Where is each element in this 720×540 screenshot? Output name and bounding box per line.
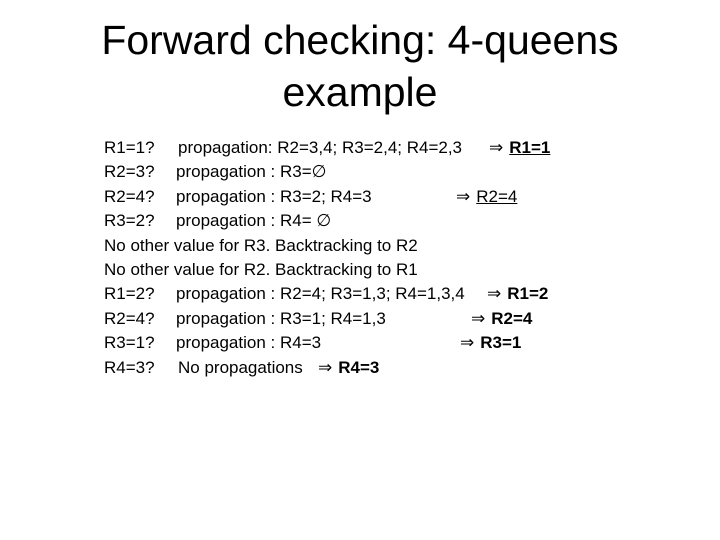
slide-title-line-1: Forward checking: 4-queens <box>101 17 619 63</box>
propagation-text: propagation: R2=3,4; R3=2,4; R4=2,3 <box>178 138 463 157</box>
backtrack-text: No other value for R3. Backtracking to R… <box>104 235 418 255</box>
result-value: R1=2 <box>507 284 549 304</box>
result-group: ⇒R2=4 <box>471 307 532 331</box>
propagation-text: propagation : R2=4; R3=1,3; R4=1,3,4 <box>176 284 465 304</box>
result-value: R3=1 <box>480 333 522 353</box>
trace-line: No other value for R3. Backtracking to R… <box>104 234 704 258</box>
variable-assignment: R3=1? <box>104 333 155 353</box>
implies-icon: ⇒ <box>456 186 471 206</box>
slide-title: Forward checking: 4-queens example <box>40 14 680 118</box>
propagation-text: propagation : R4= ∅ <box>176 211 332 231</box>
result-value: R2=4 <box>476 186 518 206</box>
variable-assignment: R2=4? <box>104 186 155 206</box>
variable-assignment: R2=4? <box>104 308 155 328</box>
trace-line: R3=1? propagation : R4=3 ⇒R3=1 <box>104 331 704 355</box>
result-group: ⇒R3=1 <box>460 331 521 355</box>
result-group: ⇒ R1=1 <box>489 136 550 160</box>
implies-icon: ⇒ <box>487 284 502 304</box>
trace-line: R4=3? No propagations ⇒R4=3 <box>104 356 704 380</box>
trace-lines: R1=1? propagation: R2=3,4; R3=2,4; R4=2,… <box>104 136 704 380</box>
trace-line: R3=2? propagation : R4= ∅ <box>104 209 704 233</box>
implies-icon: ⇒ <box>460 333 475 353</box>
result-group: ⇒R4=3 <box>318 356 379 380</box>
backtrack-text: No other value for R2. Backtracking to R… <box>104 259 418 279</box>
propagation-text: propagation : R3=∅ <box>176 162 327 182</box>
trace-line: R2=4? propagation : R3=1; R4=1,3 ⇒R2=4 <box>104 307 704 331</box>
propagation-text: propagation : R3=2; R4=3 <box>176 186 372 206</box>
implies-icon: ⇒ <box>489 138 504 157</box>
trace-line: R1=1? propagation: R2=3,4; R3=2,4; R4=2,… <box>104 136 704 160</box>
propagation-text: propagation : R4=3 <box>176 333 322 353</box>
implies-icon: ⇒ <box>471 308 486 328</box>
result-group: ⇒R2=4 <box>456 185 517 209</box>
variable-assignment: R3=2? <box>104 211 155 231</box>
trace-line: R1=2? propagation : R2=4; R3=1,3; R4=1,3… <box>104 282 704 306</box>
variable-assignment: R1=1? <box>104 138 155 157</box>
result-value: R1=1 <box>509 138 551 157</box>
trace-line: R2=3? propagation : R3=∅ <box>104 160 704 184</box>
propagation-text: No propagations <box>178 357 303 377</box>
slide-title-line-2: example <box>282 69 438 115</box>
result-value: R2=4 <box>491 308 533 328</box>
trace-line: R2=4? propagation : R3=2; R4=3 ⇒R2=4 <box>104 185 704 209</box>
result-value: R4=3 <box>338 357 380 377</box>
trace-line: No other value for R2. Backtracking to R… <box>104 258 704 282</box>
result-group: ⇒R1=2 <box>487 282 548 306</box>
variable-assignment: R4=3? <box>104 357 155 377</box>
propagation-text: propagation : R3=1; R4=1,3 <box>176 308 386 328</box>
implies-icon: ⇒ <box>318 357 333 377</box>
variable-assignment: R1=2? <box>104 284 155 304</box>
variable-assignment: R2=3? <box>104 162 155 182</box>
